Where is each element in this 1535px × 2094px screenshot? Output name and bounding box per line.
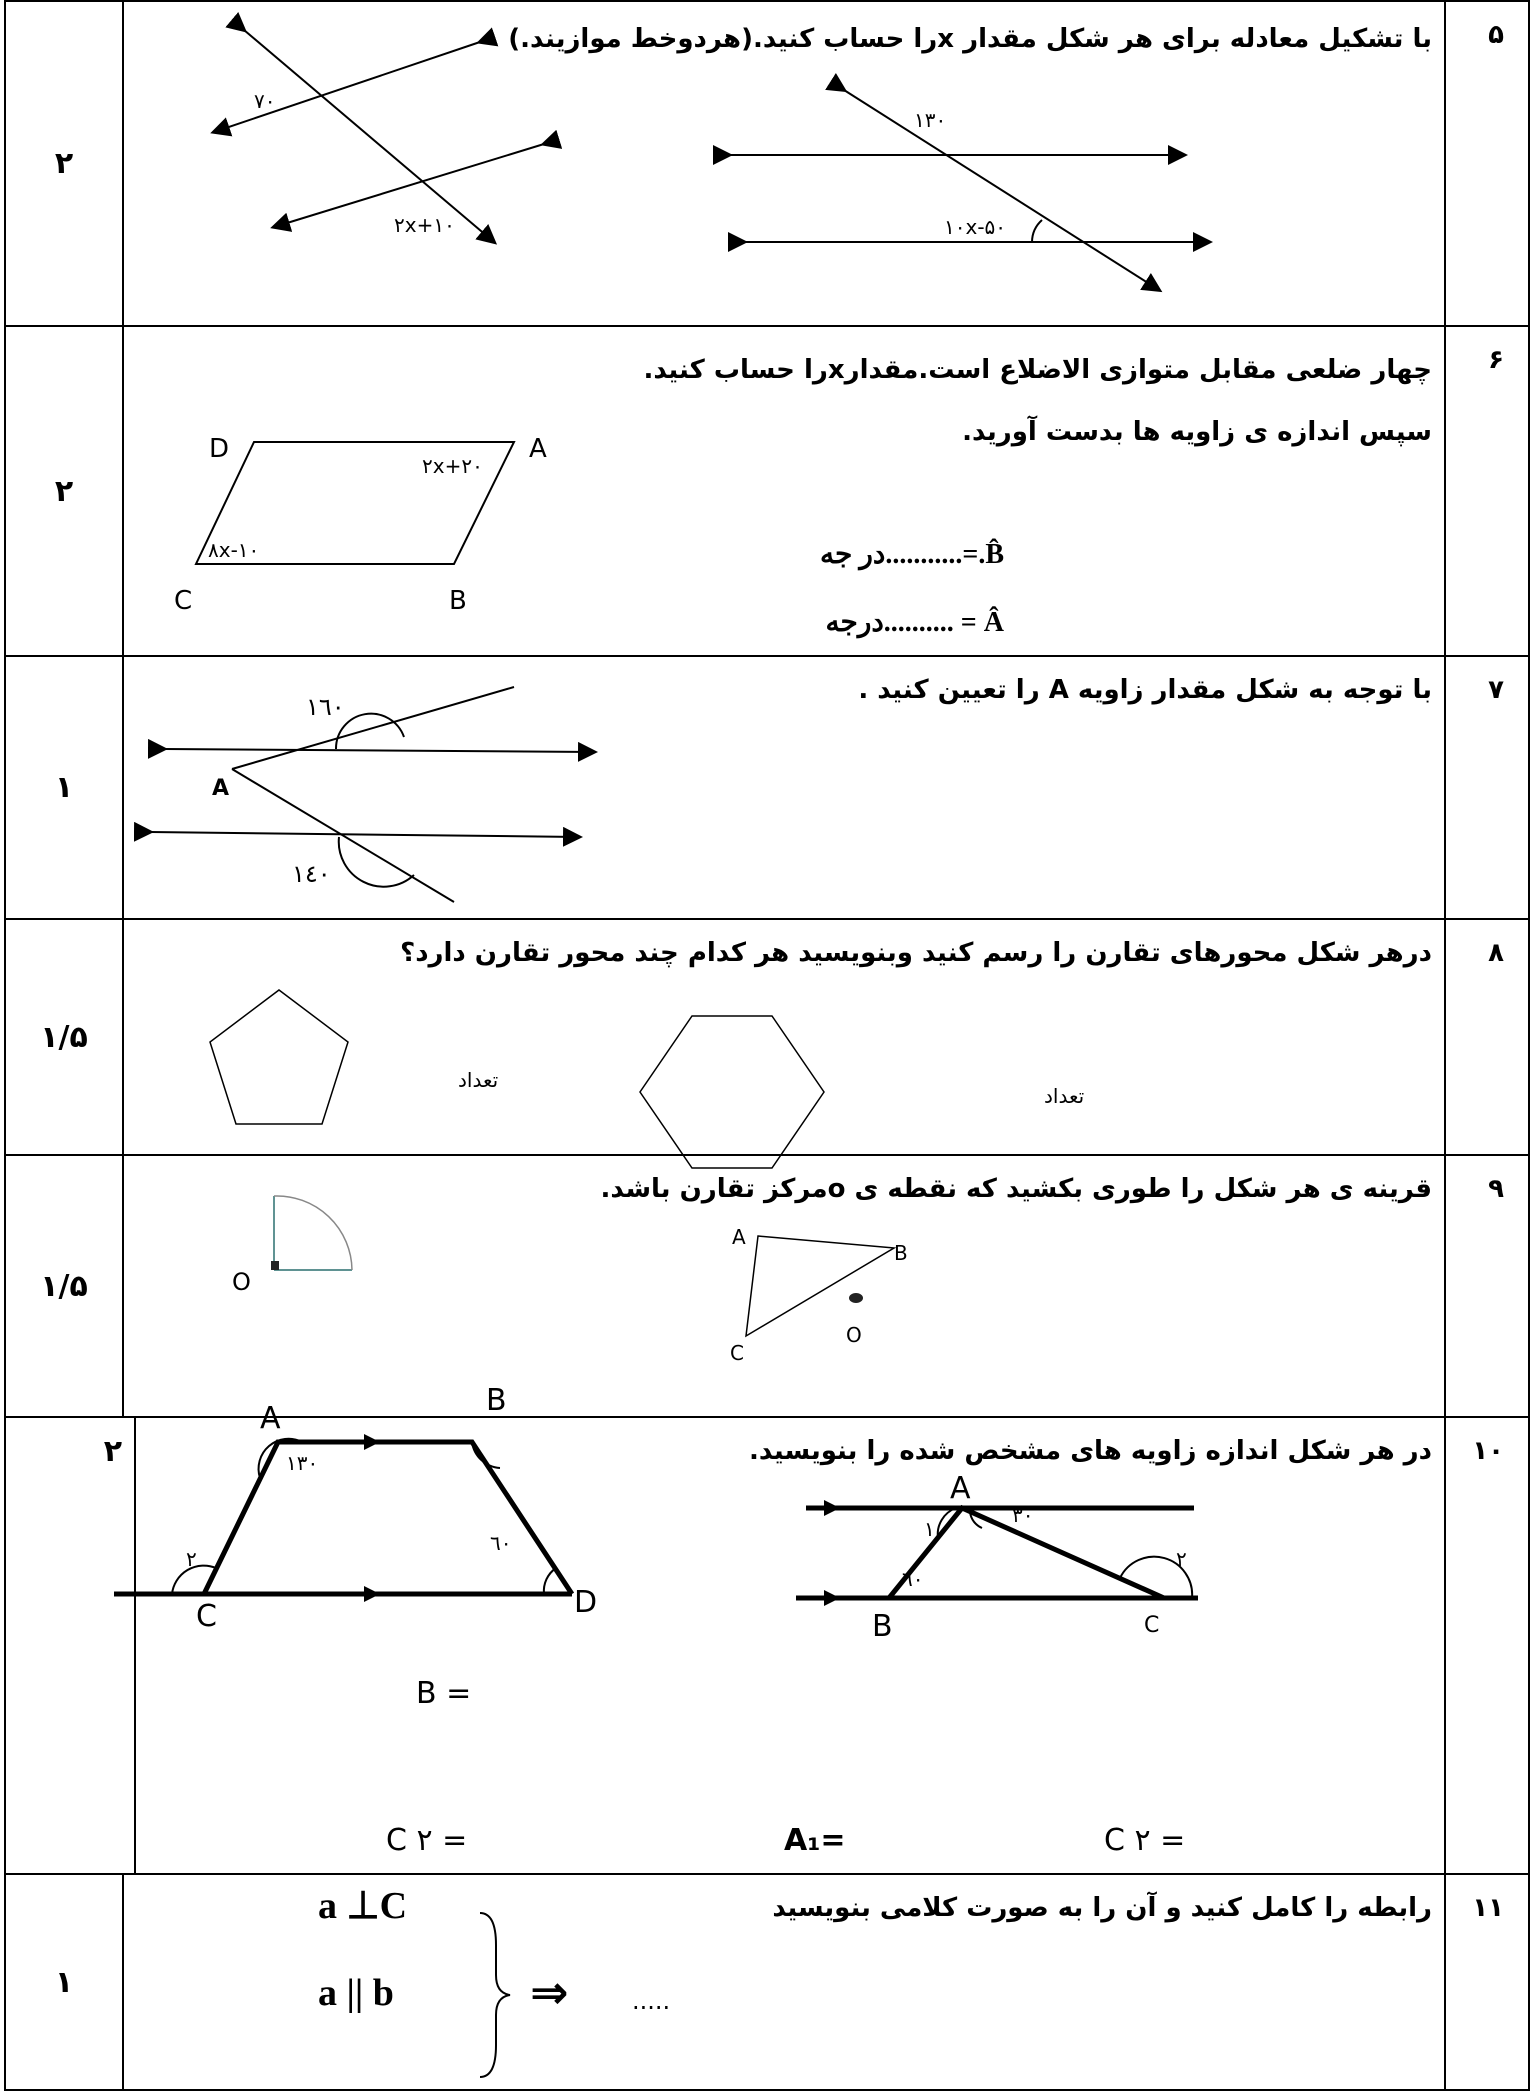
brace-figure (479, 1912, 511, 2078)
hexagon-shape (639, 1015, 825, 1169)
question-row-11: ۱ رابطه را کامل کنید و آن را به صورت کلا… (4, 1873, 1530, 2091)
relation-line-2: a || b (318, 1972, 394, 2014)
question-text: با تشکیل معادله برای هر شکل مقدار xرا حس… (508, 24, 1432, 54)
question-row-6: ۲ چهار ضلعی مقابل متوازی الاضلاع است.مقد… (4, 325, 1530, 655)
trapezoid-triangle-figures: A B C D B = C ۲ = A B C A₁= C ۲ = ۱۳۰ ۲ … (114, 1383, 1198, 1858)
question-body: چهار ضلعی مقابل متوازی الاضلاع است.مقدار… (124, 327, 1444, 655)
answer-b: B̂.=...........در جه (820, 539, 1004, 570)
svg-text:۳۰: ۳۰ (1012, 1503, 1033, 1527)
score-cell: ۱ (6, 657, 124, 918)
svg-text:A: A (212, 776, 229, 801)
question-row-5: ۲ با تشکیل معادله برای هر شکل مقدار xرا … (4, 0, 1530, 325)
relation-line-1: a ⊥C (318, 1885, 408, 1927)
question-text: با توجه به شکل مقدار زاویه A را تعیین کن… (858, 675, 1432, 705)
svg-text:۱: ۱ (924, 1517, 935, 1541)
question-text: در هر شکل اندازه زاویه های مشخص شده را ب… (749, 1436, 1432, 1466)
number-cell: ۷ (1444, 657, 1528, 918)
symmetry-figures: O A B C O (232, 1195, 908, 1365)
svg-text:۲: ۲ (1176, 1547, 1187, 1571)
score-cell: ۲ (6, 2, 124, 325)
parallelogram-figure: D A C B ۲x+۲۰ ۸x-۱۰ (174, 434, 547, 616)
number-cell: ۱۰ (1444, 1418, 1528, 1873)
svg-text:D: D (209, 434, 229, 464)
svg-text:۸x-۱۰: ۸x-۱۰ (208, 538, 259, 562)
svg-text:C: C (1144, 1613, 1159, 1638)
svg-text:C: C (196, 1599, 217, 1634)
count-label: تعداد (458, 1068, 499, 1092)
svg-text:B =: B = (416, 1676, 471, 1711)
score-cell: ۱ (6, 1875, 124, 2089)
svg-text:B: B (894, 1241, 908, 1265)
number-cell: ۵ (1444, 2, 1528, 325)
svg-text:C: C (174, 586, 192, 616)
question-body: درهر شکل محورهای تقارن را رسم کنید وبنوی… (124, 920, 1444, 1169)
score-cell: ۲ (6, 1418, 136, 1873)
count-label: تعداد (1044, 1084, 1085, 1108)
svg-text:۲x+۱۰: ۲x+۱۰ (394, 213, 455, 237)
score-cell: ۱/۵ (6, 920, 124, 1154)
score-cell: ۲ (6, 327, 124, 655)
parallel-lines-figure: ۷۰ ۲x+۱۰ ۱۳۰ ۱۰x-۵۰ (210, 12, 1213, 293)
svg-text:A₁=: A₁= (784, 1823, 846, 1858)
question-text: درهر شکل محورهای تقارن را رسم کنید وبنوی… (400, 938, 1432, 968)
question-text: قرینه ی هر شکل را طوری بکشید که نقطه ی o… (600, 1174, 1432, 1204)
question-row-8: ۱/۵ درهر شکل محورهای تقارن را رسم کنید و… (4, 918, 1530, 1169)
svg-text:O: O (232, 1268, 251, 1296)
svg-text:۱٦۰: ۱٦۰ (306, 693, 345, 721)
number-cell: ۹ (1444, 1156, 1528, 1416)
svg-text:۲x+۲۰: ۲x+۲۰ (422, 454, 483, 478)
svg-text:A: A (260, 1401, 281, 1436)
svg-text:B: B (486, 1383, 507, 1418)
svg-text:B: B (449, 586, 467, 616)
svg-text:D: D (574, 1585, 597, 1620)
question-body: با تشکیل معادله برای هر شکل مقدار xرا حس… (124, 2, 1444, 325)
question-body: رابطه را کامل کنید و آن را به صورت کلامی… (124, 1875, 1444, 2089)
svg-text:C: C (730, 1341, 744, 1365)
question-row-10: ۲ در هر شکل اندازه زاویه های مشخص شده را… (4, 1383, 1530, 1873)
score-cell: ۱/۵ (6, 1156, 124, 1416)
number-cell: ۶ (1444, 327, 1528, 655)
svg-text:۱۳۰: ۱۳۰ (914, 108, 946, 132)
svg-text:۱٤۰: ۱٤۰ (292, 860, 331, 888)
angle-figure: ۱٦۰ ۱٤۰ A (133, 686, 598, 903)
question-subtext: سپس اندازه ی زاویه ها بدست آورید. (962, 417, 1432, 447)
answer-blank: ..... (632, 1987, 671, 2015)
svg-text:A: A (950, 1471, 971, 1506)
question-body: قرینه ی هر شکل را طوری بکشید که نقطه ی o… (124, 1156, 1444, 1416)
pentagon-shape (209, 989, 349, 1125)
svg-text:A: A (529, 434, 547, 464)
answer-a: Â = ..........درجه (825, 607, 1005, 638)
svg-text:O: O (846, 1323, 862, 1347)
svg-text:B: B (872, 1609, 893, 1644)
svg-text:٦۰: ٦۰ (490, 1531, 511, 1555)
implies-arrow: ⇒ (530, 1965, 569, 2019)
svg-text:۱۳۰: ۱۳۰ (286, 1451, 318, 1475)
question-row-7: ۱ با توجه به شکل مقدار زاویه A را تعیین … (4, 655, 1530, 918)
question-row-9: ۱/۵ قرینه ی هر شکل را طوری بکشید که نقطه… (4, 1154, 1530, 1416)
svg-text:۷۰: ۷۰ (254, 89, 275, 113)
question-text: رابطه را کامل کنید و آن را به صورت کلامی… (772, 1893, 1432, 1923)
question-text: چهار ضلعی مقابل متوازی الاضلاع است.مقدار… (643, 355, 1432, 385)
svg-text:۱۰x-۵۰: ۱۰x-۵۰ (944, 215, 1006, 239)
svg-text:C ۲ =: C ۲ = (386, 1823, 467, 1858)
polygon-figures (209, 989, 825, 1169)
svg-text:٦۰: ٦۰ (902, 1567, 923, 1591)
svg-text:۲: ۲ (186, 1547, 197, 1571)
svg-text:A: A (732, 1225, 746, 1249)
svg-text:C ۲ =: C ۲ = (1104, 1823, 1185, 1858)
number-cell: ۸ (1444, 920, 1528, 1154)
question-body: با توجه به شکل مقدار زاویه A را تعیین کن… (124, 657, 1444, 918)
number-cell: ۱۱ (1444, 1875, 1528, 2089)
question-body: در هر شکل اندازه زاویه های مشخص شده را ب… (114, 1383, 1444, 1873)
